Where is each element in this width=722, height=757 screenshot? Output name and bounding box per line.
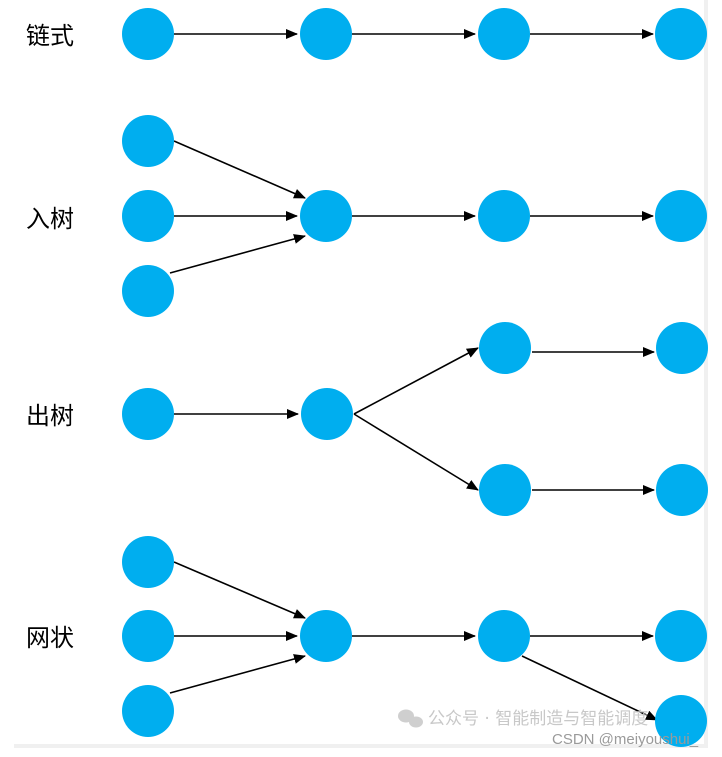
wechat-watermark-text: 公众号 · 智能制造与智能调度 (428, 709, 648, 729)
edge-in-tree-bottom (169, 234, 306, 274)
node-mesh-next (478, 610, 530, 662)
node-mesh-hub (300, 610, 352, 662)
edge-in-tree-top (173, 140, 306, 199)
node-in-tree-top (122, 115, 174, 167)
node-out-tree-upper-end (656, 322, 708, 374)
csdn-watermark-text: CSDN @meiyoushui_ (552, 731, 699, 748)
edge-out-tree-hub-upper (353, 347, 479, 415)
node-chain-1 (122, 8, 174, 60)
node-out-tree-hub (301, 388, 353, 440)
wechat-icon (398, 709, 423, 728)
node-in-tree-last (655, 190, 707, 242)
node-mesh-middle (122, 610, 174, 662)
node-in-tree-hub (300, 190, 352, 242)
node-mesh-lower-end (655, 695, 707, 747)
row-label-out-tree: 出树 (26, 402, 74, 430)
node-mesh-upper-end (655, 610, 707, 662)
node-out-tree-lower-end (656, 464, 708, 516)
nodes-group (122, 8, 708, 747)
node-in-tree-bottom (122, 265, 174, 317)
node-mesh-bottom (122, 685, 174, 737)
node-in-tree-next (478, 190, 530, 242)
node-chain-3 (478, 8, 530, 60)
edge-mesh-next-lower (521, 655, 658, 721)
row-label-chain: 链式 (26, 22, 74, 50)
card-background (10, 0, 704, 744)
node-chain-4 (655, 8, 707, 60)
edge-mesh-bottom (169, 654, 306, 694)
node-out-tree-upper (479, 322, 531, 374)
node-chain-2 (300, 8, 352, 60)
node-out-tree-root (122, 388, 174, 440)
row-label-in-tree: 入树 (26, 205, 74, 233)
edges-group (169, 29, 658, 721)
node-out-tree-lower (479, 464, 531, 516)
edge-mesh-top (173, 561, 306, 619)
watermark: 公众号 · 智能制造与智能调度 CSDN @meiyoushui_ (398, 709, 699, 748)
node-mesh-top (122, 536, 174, 588)
edge-out-tree-hub-lower (353, 413, 479, 491)
row-label-mesh: 网状 (26, 624, 74, 652)
node-in-tree-middle (122, 190, 174, 242)
